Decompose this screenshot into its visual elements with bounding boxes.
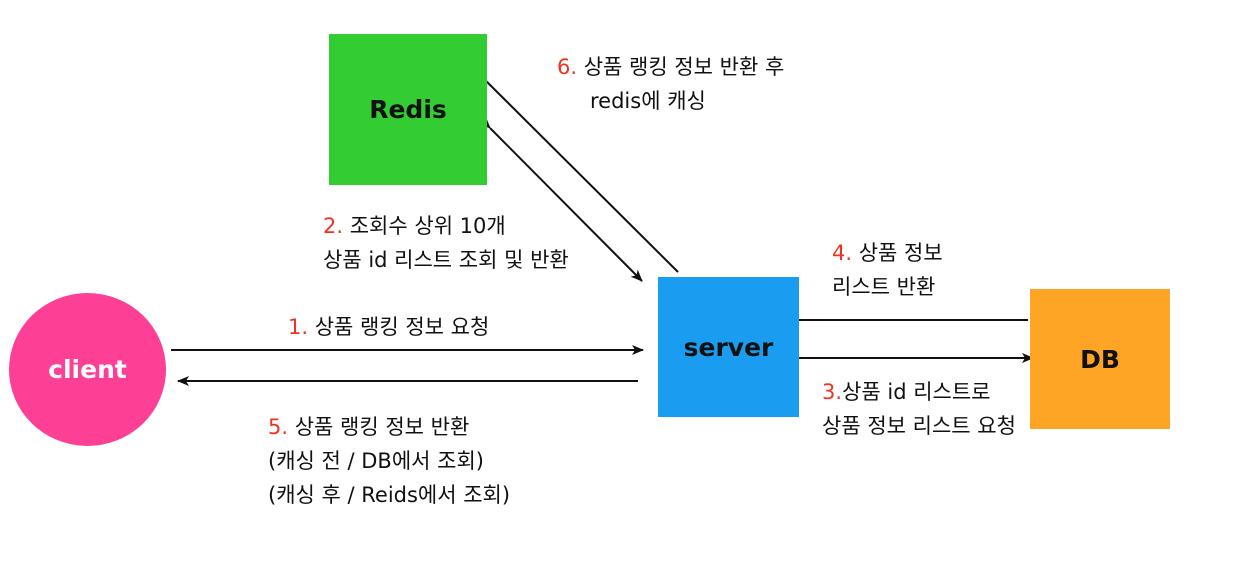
step-2-number: 2. [323,214,344,238]
step-6-line-2: redis에 캐싱 [590,89,706,113]
step-1-number: 1. [288,315,309,339]
step-3-line-1: 상품 id 리스트로 [842,380,991,404]
step-5-label: 5. 상품 랭킹 정보 반환 (캐싱 전 / DB에서 조회) (캐싱 후 / … [268,410,510,512]
step-6-number: 6. [557,55,578,79]
step-5-number: 5. [268,415,289,439]
step-6-line-1: 상품 랭킹 정보 반환 후 [583,55,785,79]
step-4-label: 4. 상품 정보 리스트 반환 [832,236,943,304]
client-node: client [9,293,166,446]
step-3-label: 3.상품 id 리스트로 상품 정보 리스트 요청 [822,375,1016,443]
arrow-redis-server-bidirectional [478,116,643,282]
step-4-line-1: 상품 정보 [858,241,943,265]
redis-node: Redis [329,34,487,185]
step-3-line-2: 상품 정보 리스트 요청 [822,414,1016,438]
step-2-line-2: 상품 id 리스트 조회 및 반환 [323,248,569,272]
step-4-line-2: 리스트 반환 [832,275,936,299]
step-5-line-1: 상품 랭킹 정보 반환 [294,415,470,439]
step-1-label: 1. 상품 랭킹 정보 요청 [288,310,489,344]
server-node: server [658,277,799,417]
step-5-line-2: (캐싱 전 / DB에서 조회) [268,449,484,473]
step-2-line-1: 조회수 상위 10개 [349,214,506,238]
step-5-line-3: (캐싱 후 / Reids에서 조회) [268,483,511,507]
db-node: DB [1030,289,1170,429]
step-2-label: 2. 조회수 상위 10개 상품 id 리스트 조회 및 반환 [323,209,569,277]
step-4-number: 4. [832,241,853,265]
step-6-label: 6. 상품 랭킹 정보 반환 후 redis에 캐싱 [557,50,784,118]
step-3-number: 3. [822,380,843,404]
step-1-line-1: 상품 랭킹 정보 요청 [314,315,490,339]
